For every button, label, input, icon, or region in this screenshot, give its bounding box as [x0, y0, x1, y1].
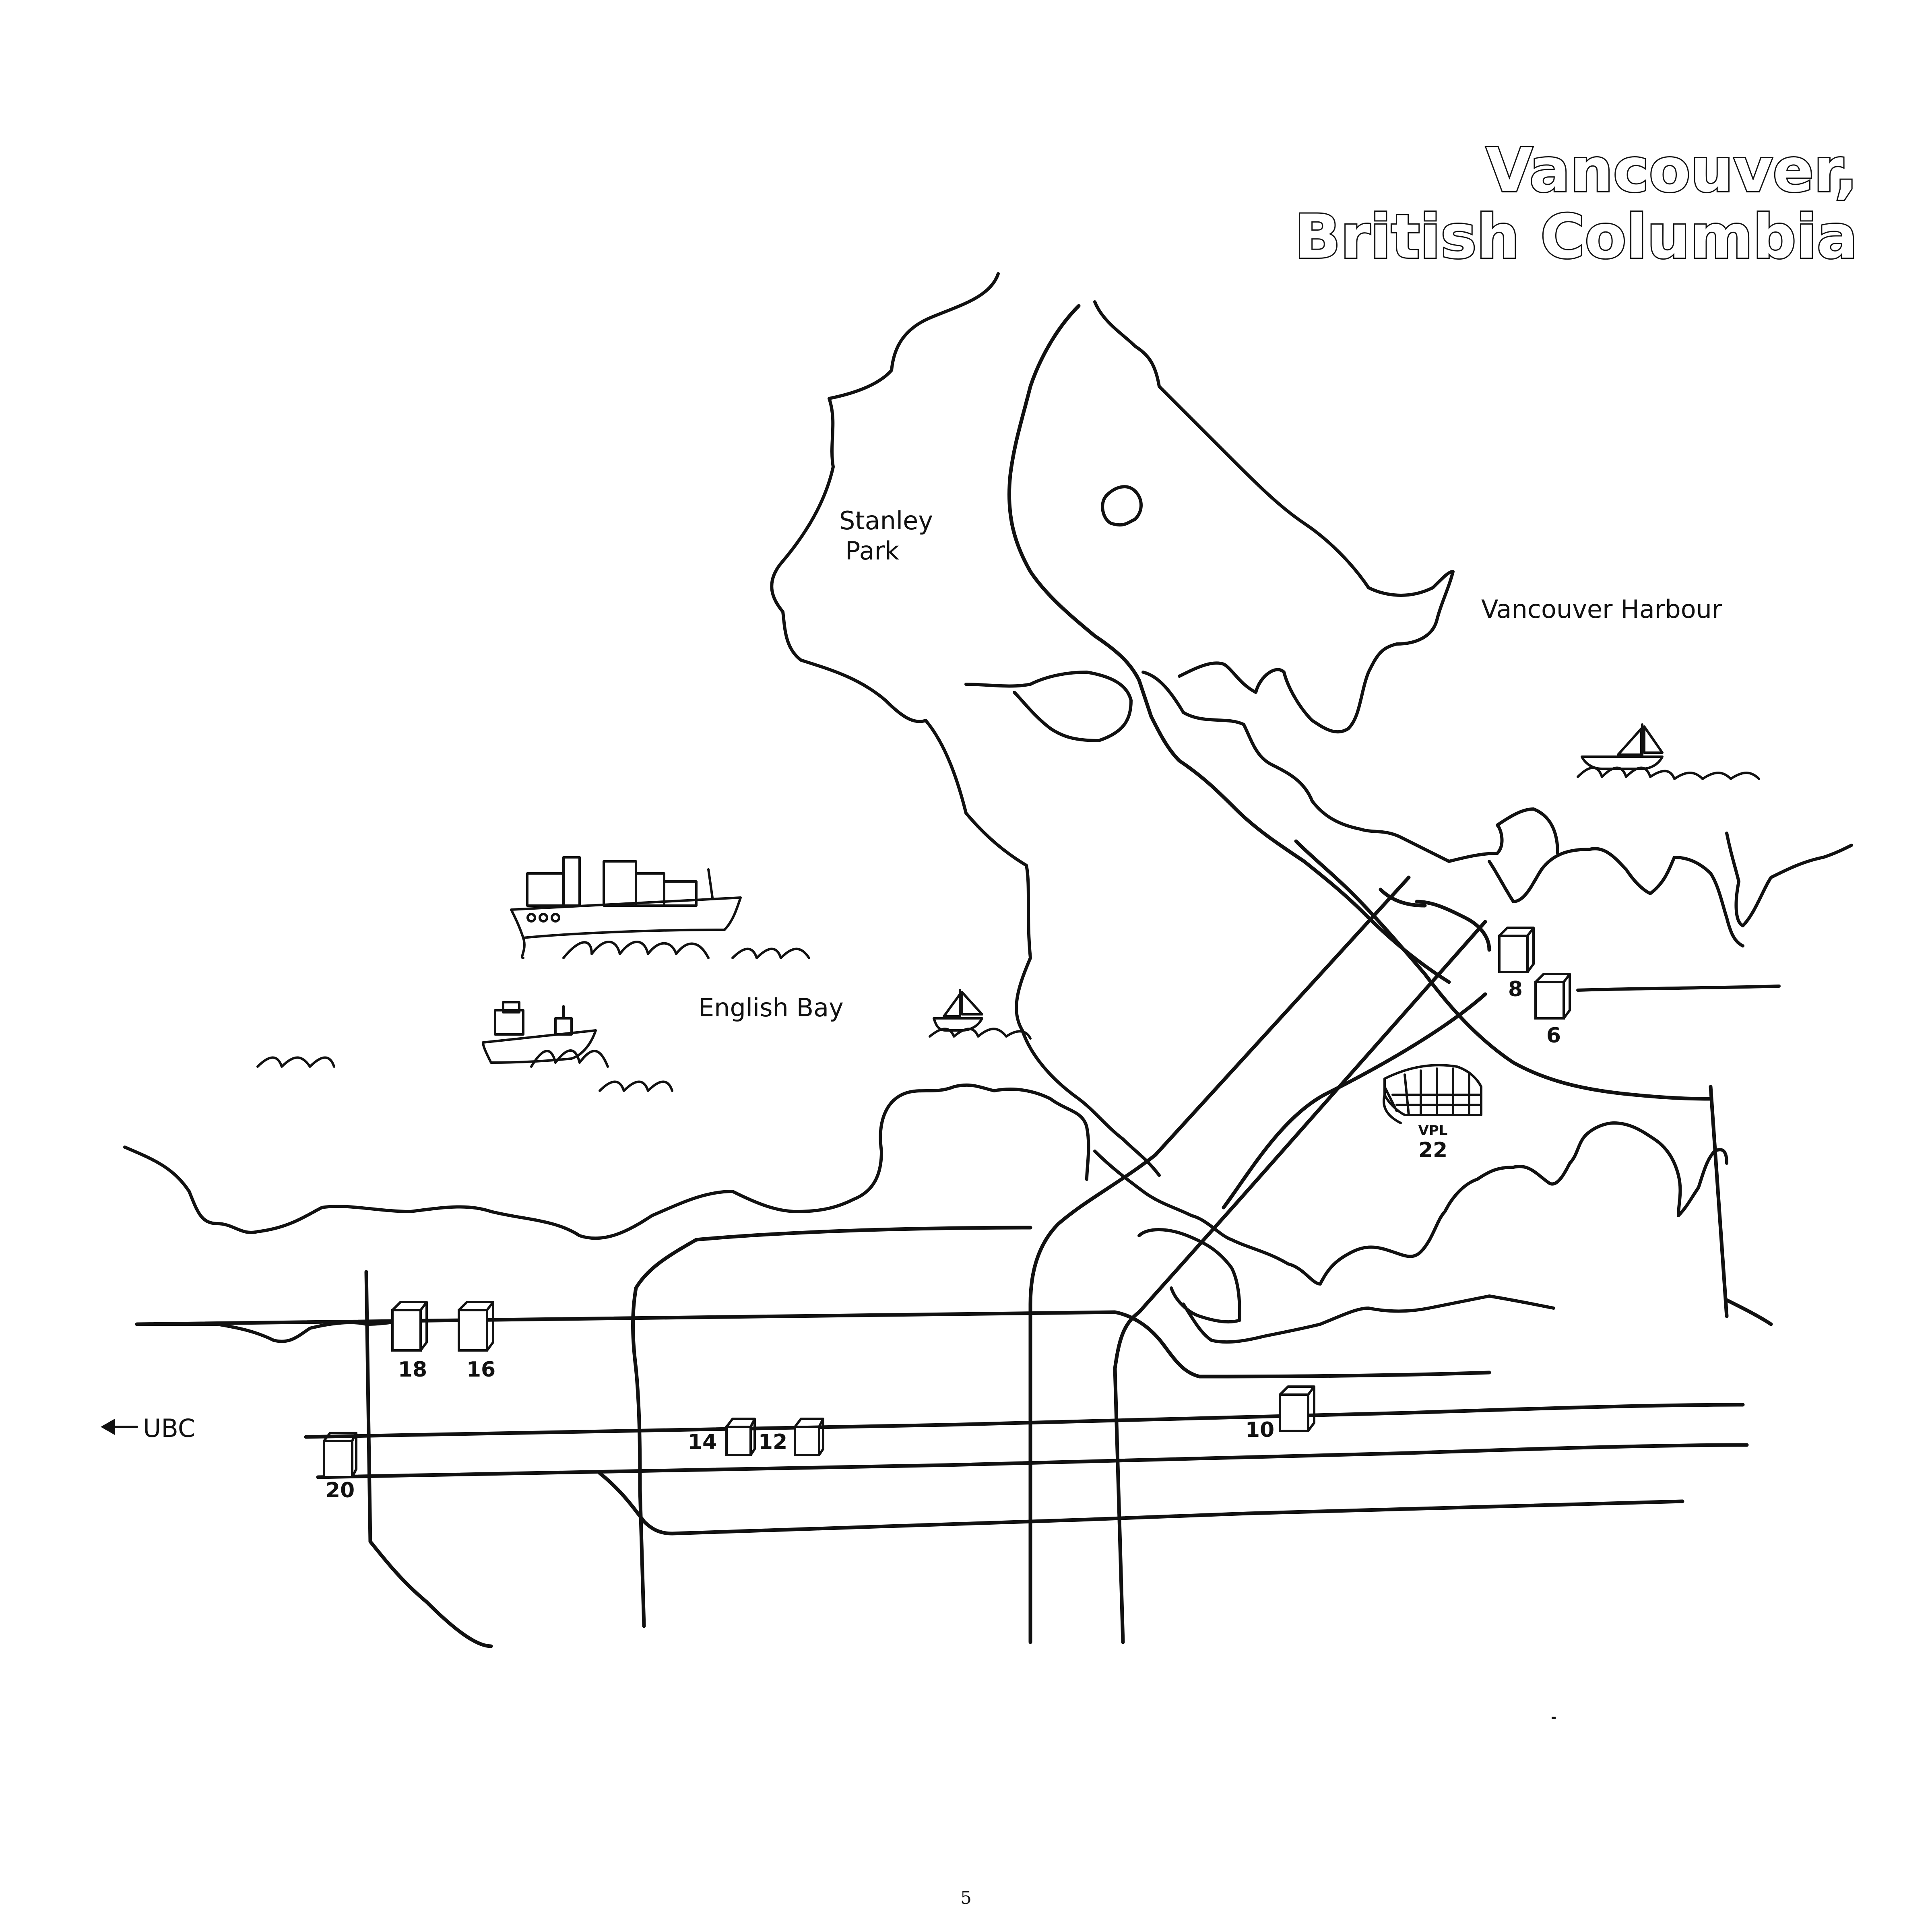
vancouver-harbour-label: Vancouver Harbour: [1481, 594, 1722, 624]
map-title: Vancouver, British Columbia: [1293, 134, 1859, 273]
alma-street: [364, 1270, 493, 1648]
coal-harbour-line: [964, 671, 1133, 742]
marker-22[interactable]: VPL 22: [1383, 1064, 1482, 1162]
twelfth-avenue: [316, 1443, 1749, 1479]
burrard-inlet-east: [1488, 847, 1744, 947]
marker-14[interactable]: 14: [688, 1418, 756, 1456]
english-bay-label: English Bay: [698, 993, 844, 1022]
marker-20[interactable]: 20: [323, 1432, 357, 1503]
coastlines: [123, 272, 1853, 1344]
stanley-park-label-1: Stanley: [839, 506, 933, 535]
fourth-avenue: [135, 1310, 1491, 1379]
ship-icon: [510, 856, 742, 959]
false-creek-south: [1182, 1294, 1555, 1344]
waves-2: [256, 1049, 673, 1092]
building-icon: [323, 1432, 357, 1478]
harbour-island: [1101, 485, 1143, 527]
building-icon: [1534, 973, 1571, 1020]
marker-6[interactable]: 6: [1534, 973, 1571, 1048]
ubc-direction: UBC: [101, 1414, 195, 1443]
left-arrow-icon: [101, 1419, 138, 1435]
burrard-diagonal: [1028, 875, 1411, 1644]
title-line-1: Vancouver,: [1486, 136, 1858, 206]
page-number: 5: [960, 1888, 972, 1908]
sailboat-icon: [1577, 723, 1760, 780]
marker-label-8: 8: [1508, 977, 1523, 1001]
title-line-2: British Columbia: [1294, 202, 1858, 272]
roads: [135, 759, 1773, 1648]
ships: [256, 723, 1760, 1092]
ubc-label: UBC: [143, 1414, 195, 1443]
ship-icon: [482, 1001, 597, 1064]
building-icon: [794, 1418, 824, 1456]
south-avenue: [598, 1471, 1684, 1536]
marker-label-16: 16: [466, 1358, 495, 1382]
marker-label-6: 6: [1546, 1024, 1561, 1048]
harbour-north-shore: [1093, 300, 1455, 734]
building-icon: [458, 1301, 494, 1352]
granville-diagonal: [1113, 920, 1487, 1644]
marker-18[interactable]: 18: [391, 1301, 428, 1382]
library-building-icon: [1383, 1064, 1482, 1124]
english-bay-shore: [123, 1083, 1090, 1240]
marker-10[interactable]: 10: [1245, 1385, 1315, 1442]
marker-label-14: 14: [688, 1430, 717, 1454]
marker-label-22: 22: [1418, 1138, 1447, 1162]
place-labels: Stanley Park Vancouver Harbour English B…: [698, 506, 1722, 1022]
marker-label-20: 20: [326, 1478, 355, 1503]
building-icon: [1498, 927, 1535, 973]
marker-label-12: 12: [758, 1430, 787, 1454]
waves-1: [562, 941, 810, 959]
burrard-inlet-east-2: [1725, 832, 1853, 927]
hastings-street: [1294, 839, 1713, 1101]
arbutus-street: [631, 1238, 698, 1628]
building-icon: [391, 1301, 428, 1352]
upper-connector: [1379, 888, 1427, 908]
inner-connector: [1415, 900, 1491, 952]
markers: 8 6 VPL 22 18: [323, 927, 1571, 1503]
broadway: [304, 1403, 1745, 1439]
building-icon: [1279, 1385, 1315, 1432]
marker-label-10: 10: [1245, 1418, 1274, 1442]
building-icon: [725, 1418, 756, 1456]
false-creek: [1137, 1228, 1241, 1324]
false-creek-east: [1093, 1121, 1728, 1286]
stanley-park-coast: [770, 272, 1161, 1177]
false-creek-north: [1576, 985, 1781, 992]
marker-label-18: 18: [398, 1358, 427, 1382]
stray-mark: [1552, 1717, 1556, 1719]
cambie-diagonal: [1222, 992, 1487, 1210]
arbutus-top: [694, 1226, 1032, 1242]
marker-16[interactable]: 16: [458, 1301, 495, 1382]
downtown-north-shore: [1141, 671, 1559, 863]
causeway-road: [1007, 304, 1181, 763]
marker-8[interactable]: 8: [1498, 927, 1535, 1001]
marker-12[interactable]: 12: [758, 1418, 824, 1456]
east-bend-road: [1725, 1298, 1773, 1326]
sailboat-icon: [929, 989, 1032, 1040]
east-vertical-road: [1709, 1085, 1729, 1318]
stanley-park-label-2: Park: [845, 536, 899, 566]
vpl-label: VPL: [1418, 1123, 1448, 1139]
georgia-street: [1177, 759, 1451, 984]
